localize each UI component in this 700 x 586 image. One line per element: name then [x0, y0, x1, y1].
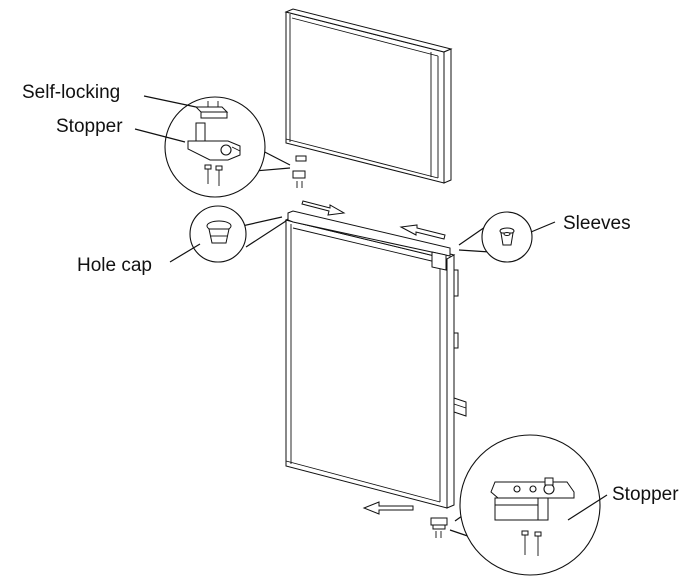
callout-stopper-bottom — [449, 434, 601, 576]
label-stopper-bottom: Stopper — [612, 484, 679, 505]
label-self-locking: Self-locking — [22, 82, 120, 103]
label-sleeves: Sleeves — [563, 213, 631, 234]
leader-hole-cap — [169, 243, 201, 263]
callout-sleeves — [458, 211, 533, 263]
arrow-lower-left — [362, 501, 414, 515]
leader-stopper-bottom — [567, 494, 608, 521]
upper-door — [284, 8, 453, 184]
leader-self-locking — [143, 95, 197, 108]
lower-door — [284, 210, 467, 509]
callout-stopper-top — [164, 96, 291, 198]
leader-sleeves — [530, 221, 556, 233]
arrow-upper-left — [399, 224, 446, 240]
leader-stopper-top — [134, 128, 186, 143]
upper-hinge-parts — [292, 155, 307, 188]
lower-hinge-parts — [430, 517, 448, 538]
arrow-upper-right — [301, 200, 346, 216]
label-hole-cap: Hole cap — [77, 255, 152, 276]
label-stopper-top: Stopper — [56, 116, 123, 137]
callout-hole-cap — [189, 205, 287, 263]
